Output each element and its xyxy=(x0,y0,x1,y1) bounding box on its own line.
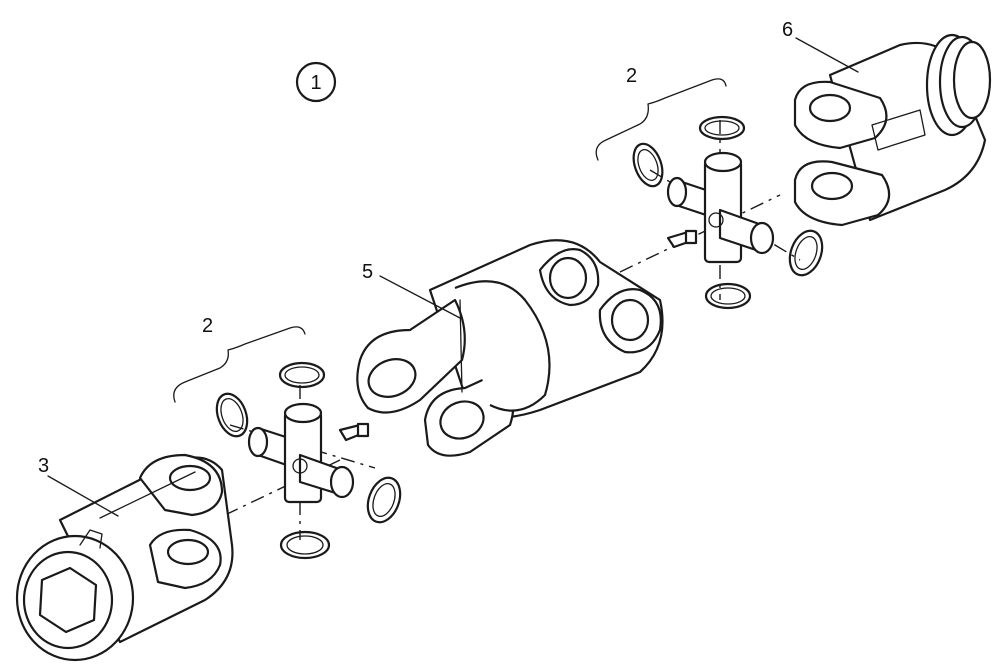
yoke-right xyxy=(793,33,992,227)
callout-center-yoke: 5 xyxy=(362,261,373,283)
callout-yoke-left: 3 xyxy=(38,455,49,477)
cross-kit-right xyxy=(632,115,824,310)
leader-yoke-left xyxy=(47,475,119,517)
center-yoke xyxy=(356,239,664,457)
brace-right xyxy=(595,78,727,161)
callout-cross-kit-left: 2 xyxy=(202,315,213,337)
cross-kit-left xyxy=(215,361,402,560)
leader-yoke-right xyxy=(795,37,859,73)
callout-cross-kit-right: 2 xyxy=(626,65,637,87)
callout-yoke-right: 6 xyxy=(782,19,793,41)
brace-left xyxy=(173,326,306,403)
leader-center-yoke xyxy=(379,275,461,319)
figure-number: 1 xyxy=(310,72,321,94)
figure-number-badge: 1 xyxy=(295,61,337,103)
yoke-left xyxy=(15,453,234,662)
